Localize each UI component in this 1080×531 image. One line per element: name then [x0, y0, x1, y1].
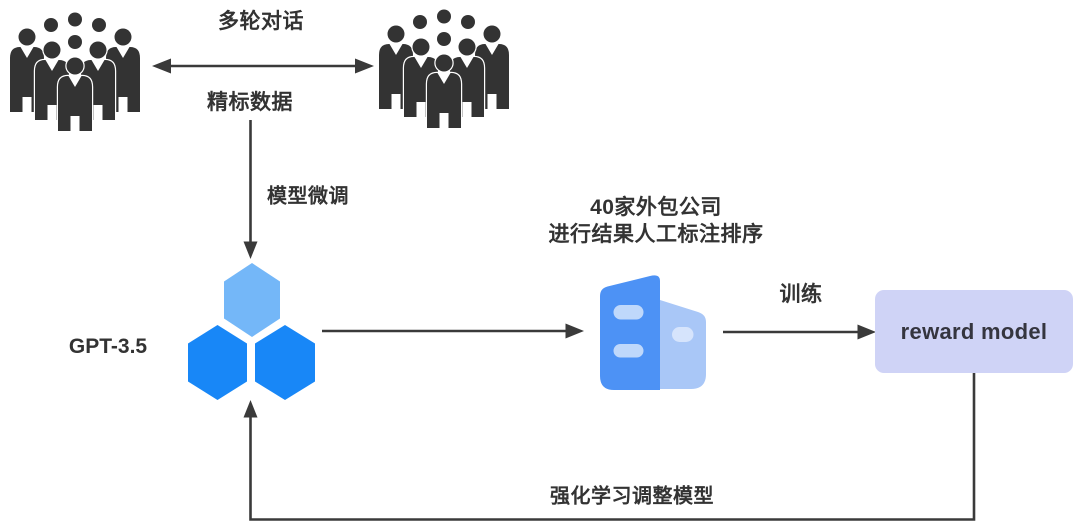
- refined-data-label: 精标数据: [207, 91, 293, 114]
- reward-model-box: reward model: [875, 290, 1073, 373]
- finetune-label: 模型微调: [267, 185, 349, 208]
- people-group-icon: [377, 9, 511, 129]
- people-group-icon: [8, 12, 142, 132]
- hexagon-cluster-icon: [188, 263, 315, 400]
- company-to-reward-arrow: [723, 324, 876, 340]
- model-to-company-arrow: [322, 323, 584, 339]
- annotation-line2: 进行结果人工标注排序: [548, 223, 764, 246]
- train-label: 训练: [779, 283, 823, 306]
- multi-turn-dialogue-label: 多轮对话: [218, 10, 304, 33]
- office-building-icon: [600, 275, 706, 390]
- reward-model-label: reward model: [900, 318, 1048, 344]
- gpt-35-label: GPT-3.5: [68, 335, 148, 358]
- dialogue-double-arrow: [152, 58, 374, 74]
- feedback-loop-arrow: [243, 373, 976, 521]
- finetune-arrow: [243, 120, 258, 259]
- annotation-companies-label: 40家外包公司 进行结果人工标注排序: [549, 194, 764, 248]
- annotation-line1: 40家外包公司: [590, 196, 722, 219]
- feedback-loop-label: 强化学习调整模型: [550, 485, 714, 508]
